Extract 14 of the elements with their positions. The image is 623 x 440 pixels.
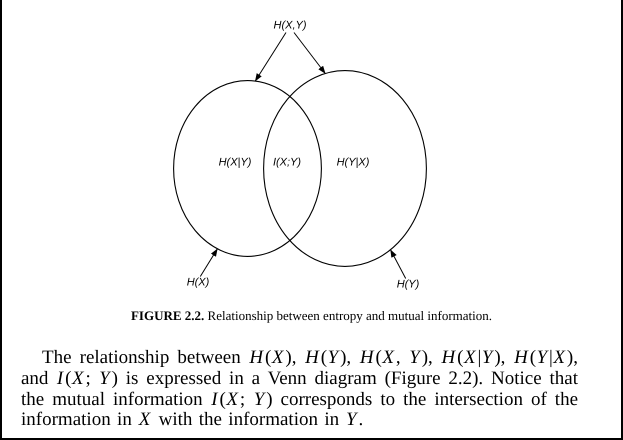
entropy-label: H(X): [186, 276, 210, 290]
venn-ellipse: [263, 70, 427, 267]
region-label: I(X;Y): [272, 156, 302, 170]
region-label: H(Y|X): [336, 156, 370, 170]
arrow: [200, 248, 218, 277]
venn-ellipse: [173, 80, 322, 257]
figure-caption: FIGURE 2.2. Relationship between entropy and mutual information.: [130, 308, 492, 323]
body-paragraph: The relationship between H(X), H(Y), H(X, Y), H(X|Y), H(Y|X), and I(X; Y) is expressed in a Venn diagram (Figure 2.2). Notice that the mutual information I(X; Y) corresponds to the intersection of the information in X with the information in Y.: [21, 348, 578, 432]
arrow: [254, 32, 286, 82]
region-label: H(X|Y): [218, 156, 252, 170]
arrow: [390, 249, 406, 279]
arrow: [294, 32, 326, 74]
entropy-label: H(Y): [396, 278, 420, 292]
joint-entropy-label: H(X,Y): [274, 20, 306, 32]
